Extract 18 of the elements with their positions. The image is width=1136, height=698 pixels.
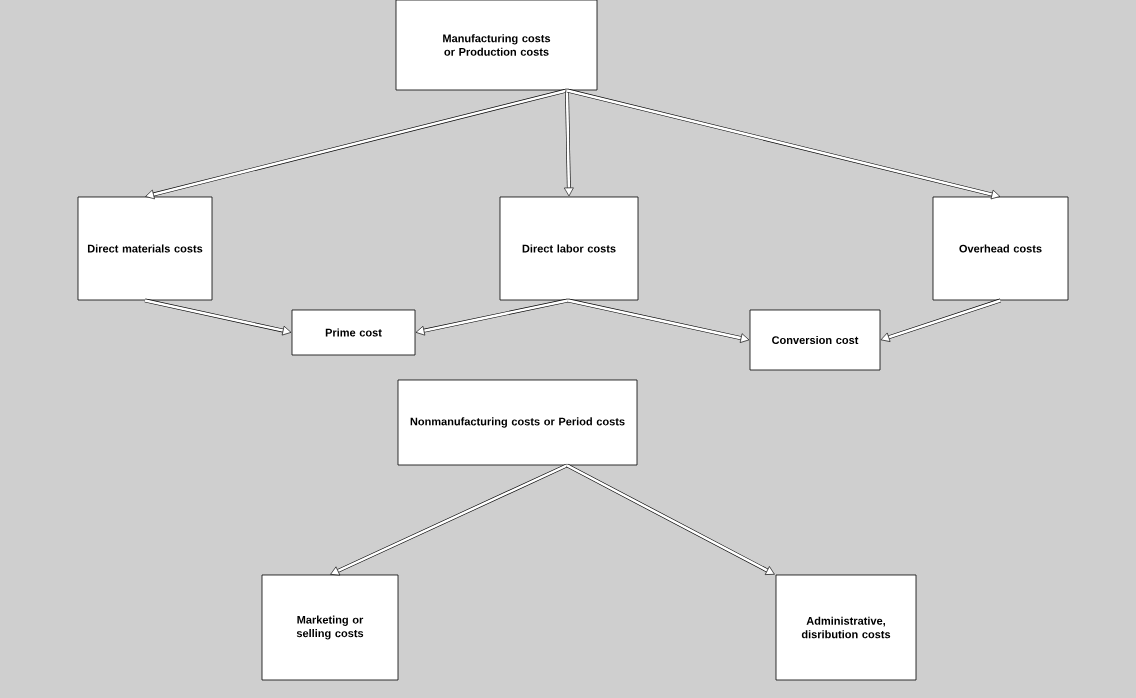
cost-box: Nonmanufacturing costs or Period costs (397, 379, 638, 466)
arrow (145, 88, 568, 200)
arrow (566, 88, 1001, 200)
cost-box: Manufacturing costs or Production costs (395, 0, 598, 91)
cost-box: Direct labor costs (499, 196, 639, 301)
cost-box: Overhead costs (932, 196, 1069, 301)
cost-box: Marketing or selling costs (261, 574, 399, 681)
arrow (564, 90, 574, 197)
cost-box: Conversion cost (749, 309, 881, 371)
arrow (880, 298, 1002, 342)
cost-box: Prime cost (291, 309, 416, 356)
arrow (330, 463, 568, 576)
cost-box: Administrative, disribution costs (775, 574, 917, 681)
arrow (415, 298, 569, 336)
arrow (567, 298, 750, 343)
arrow (144, 298, 292, 336)
arrow (566, 463, 775, 575)
cost-box: Direct materials costs (77, 196, 213, 301)
